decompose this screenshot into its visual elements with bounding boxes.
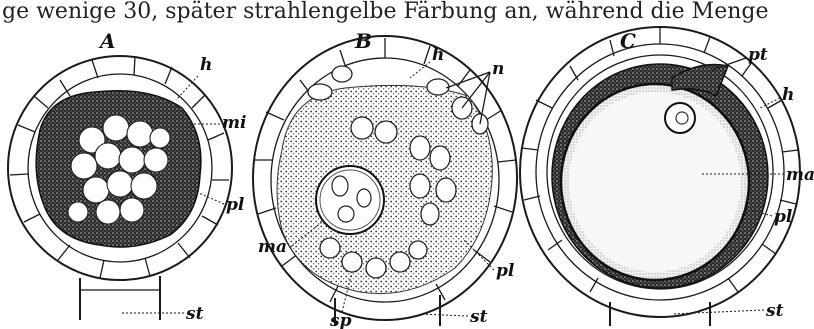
figure-c-label-ma: ma [786, 165, 814, 185]
figure-c: C pt h ma pl s [520, 27, 814, 326]
figure-b-label-ma: ma [258, 237, 287, 257]
figure-b-label-pl: pl [496, 261, 515, 281]
figure-a-label-st: st [185, 304, 204, 324]
figure-c-label-st: st [765, 301, 784, 321]
figure-c-label-pl: pl [774, 207, 793, 227]
figure-a: A h mi pl [8, 29, 246, 324]
figure-a-letter: A [98, 29, 116, 53]
figure-c-label-h: h [782, 85, 794, 105]
figure-b-label-n: n [492, 59, 504, 79]
figure-a-label-pl: pl [226, 195, 245, 215]
figure-b-label-sp: sp [329, 311, 352, 329]
figure-b-label-h: h [432, 45, 444, 65]
figure-a-label-mi: mi [222, 113, 246, 133]
figure-a-label-h: h [200, 55, 212, 75]
figure-c-label-pt: pt [748, 45, 768, 65]
figure-b-label-st: st [469, 307, 488, 327]
figure-b: B [253, 29, 517, 329]
header-text-fragment: ge wenige 30, später strahlengelbe Färbu… [2, 0, 769, 24]
figure-b-letter: B [354, 29, 372, 53]
